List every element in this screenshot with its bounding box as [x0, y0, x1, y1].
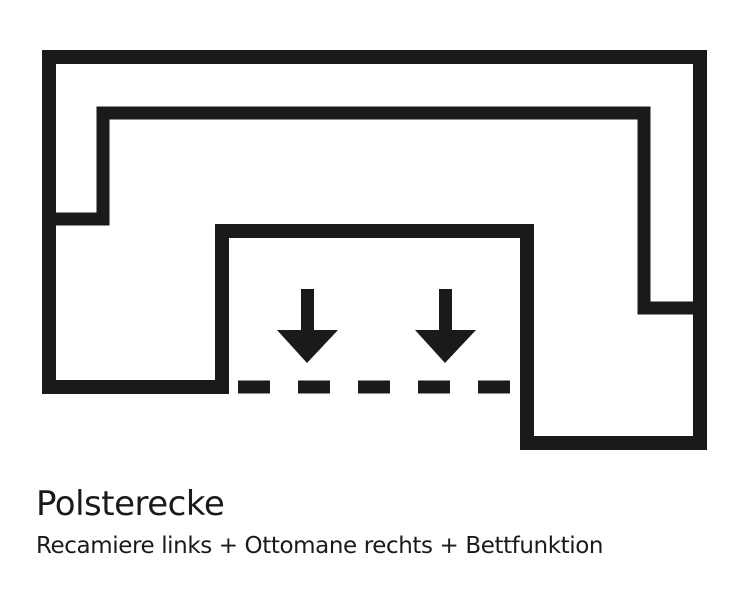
product-title: Polsterecke [36, 484, 225, 524]
arrow-down-icon [415, 289, 476, 363]
arrow-down-icon [277, 289, 338, 363]
sofa-floorplan-diagram [42, 50, 707, 450]
backrest-outline [49, 106, 700, 315]
sofa-outline [42, 50, 707, 450]
product-subtitle: Recamiere links + Ottomane rechts + Bett… [36, 533, 604, 559]
caption: Polsterecke Recamiere links + Ottomane r… [36, 482, 736, 562]
